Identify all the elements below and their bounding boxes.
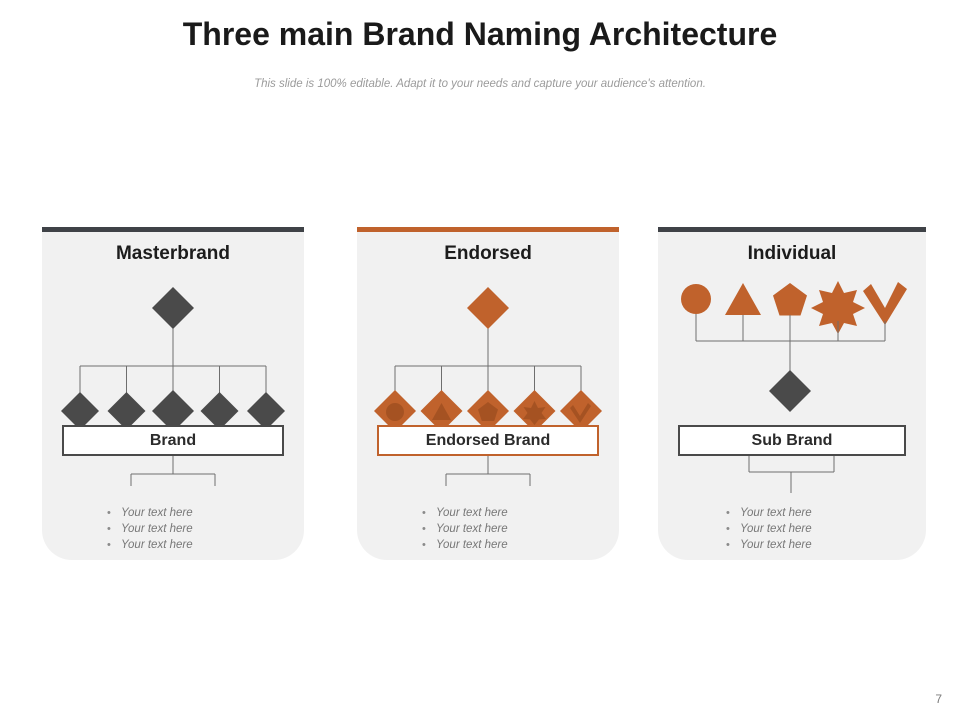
- sub-connector-masterbrand: [130, 456, 216, 486]
- card-title-masterbrand: Masterbrand: [115, 243, 231, 264]
- card-accent-bar: [357, 227, 619, 232]
- list-item: • Your text here: [726, 505, 858, 521]
- card-title-individual: Individual: [747, 243, 837, 264]
- card-masterbrand[interactable]: Masterbrand: [42, 227, 304, 560]
- bullet-text: Your text here: [740, 539, 812, 551]
- connector-lines: [695, 314, 886, 372]
- bullet-text: Your text here: [436, 523, 508, 535]
- brand-box-label: Sub Brand: [751, 431, 833, 449]
- diagram-endorsed: [357, 269, 619, 499]
- sub-connector-endorsed: [445, 456, 531, 486]
- page-title: Three main Brand Naming Architecture: [182, 16, 778, 52]
- diamond-circle-icon: [374, 390, 416, 432]
- sub-connector-individual: [748, 456, 835, 493]
- diamond-triangle-icon: [420, 390, 463, 432]
- bullet-list-masterbrand: • Your text here • Your text here • Your…: [42, 505, 304, 553]
- bullet-marker: •: [422, 507, 426, 519]
- bullet-marker: •: [726, 523, 730, 535]
- list-item: • Your text here: [422, 521, 554, 537]
- brand-box-masterbrand[interactable]: Brand: [62, 425, 284, 456]
- connector-lines: [394, 321, 582, 394]
- brand-box-individual[interactable]: Sub Brand: [678, 425, 906, 456]
- bullet-list-individual: • Your text here • Your text here • Your…: [658, 505, 926, 553]
- card-accent-bar: [658, 227, 926, 232]
- root-diamond-icon: [152, 287, 194, 329]
- list-item: • Your text here: [726, 537, 858, 553]
- list-item: • Your text here: [422, 537, 554, 553]
- root-diamond-icon: [467, 287, 509, 329]
- bullet-marker: •: [422, 539, 426, 551]
- bullet-marker: •: [726, 507, 730, 519]
- list-item: • Your text here: [107, 537, 239, 553]
- card-endorsed[interactable]: Endorsed: [357, 227, 619, 560]
- page-number: 7: [935, 692, 942, 706]
- bullet-text: Your text here: [121, 507, 193, 519]
- child-diamond-icon: [61, 392, 99, 430]
- bullet-list-endorsed: • Your text here • Your text here • Your…: [357, 505, 619, 553]
- list-item: • Your text here: [422, 505, 554, 521]
- card-title-endorsed: Endorsed: [444, 243, 532, 264]
- bullet-marker: •: [107, 523, 111, 535]
- triangle-icon: [725, 283, 761, 315]
- child-diamond-icon: [152, 390, 194, 432]
- brand-box-label: Endorsed Brand: [425, 431, 551, 449]
- brand-box-endorsed[interactable]: Endorsed Brand: [377, 425, 599, 456]
- diamond-check-icon: [560, 390, 602, 432]
- connector-lines: [79, 321, 267, 394]
- page-subtitle: This slide is 100% editable. Adapt it to…: [254, 78, 706, 90]
- bullet-text: Your text here: [740, 507, 812, 519]
- card-individual[interactable]: Individual: [658, 227, 926, 560]
- pentagon-icon: [773, 283, 807, 316]
- child-diamond-icon: [107, 392, 146, 430]
- brand-box-label: Brand: [149, 431, 197, 449]
- check-icon: [863, 282, 907, 325]
- bullet-text: Your text here: [121, 523, 193, 535]
- bullet-marker: •: [107, 539, 111, 551]
- bullet-marker: •: [726, 539, 730, 551]
- list-item: • Your text here: [107, 505, 239, 521]
- star-icon: [811, 281, 865, 334]
- list-item: • Your text here: [107, 521, 239, 537]
- bullet-text: Your text here: [740, 523, 812, 535]
- bullet-marker: •: [422, 523, 426, 535]
- bullet-text: Your text here: [436, 507, 508, 519]
- bullet-text: Your text here: [121, 539, 193, 551]
- child-diamond-icon: [200, 392, 239, 430]
- root-diamond-icon: [769, 370, 811, 412]
- list-item: • Your text here: [726, 521, 858, 537]
- card-accent-bar: [42, 227, 304, 232]
- child-diamond-icon: [247, 392, 285, 430]
- bullet-marker: •: [107, 507, 111, 519]
- diamond-star-icon: [513, 390, 556, 432]
- diagram-masterbrand: [42, 269, 304, 499]
- circle-icon: [681, 284, 711, 314]
- diamond-pentagon-icon: [467, 390, 509, 432]
- diagram-individual: [658, 269, 926, 499]
- bullet-text: Your text here: [436, 539, 508, 551]
